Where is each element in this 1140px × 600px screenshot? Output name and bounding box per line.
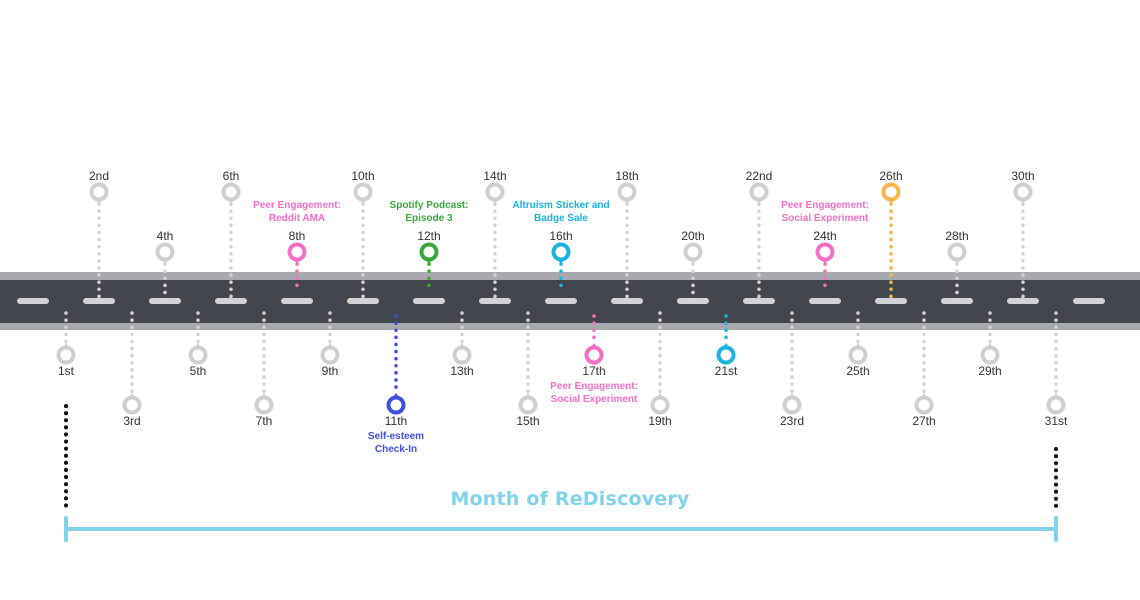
day-pin-icon: [749, 182, 769, 202]
day-label: 17th: [582, 364, 606, 378]
day-label: 6th: [222, 169, 240, 183]
day-pin-icon: [848, 345, 868, 365]
day-pin-icon: [551, 242, 571, 262]
event-label: Peer Engagement: Social Experiment: [550, 381, 638, 405]
day-pin-icon: [716, 345, 736, 365]
day-pin-icon: [56, 345, 76, 365]
day-label: 2nd: [88, 169, 110, 183]
day-label: 3rd: [123, 414, 141, 428]
day-pin-icon: [1046, 395, 1066, 415]
day-label: 15th: [516, 414, 540, 428]
day-pin-icon: [254, 395, 274, 415]
day-label: 31st: [1044, 414, 1068, 428]
day-label: 29th: [978, 364, 1002, 378]
day-pin-icon: [419, 242, 439, 262]
day-label: 1st: [57, 364, 74, 378]
day-label: 9th: [321, 364, 339, 378]
range-title: Month of ReDiscovery: [450, 488, 690, 510]
day-pin-icon: [584, 345, 604, 365]
day-label: 4th: [156, 229, 174, 243]
day-pin-icon: [617, 182, 637, 202]
day-pin-icon: [452, 345, 472, 365]
day-label: 13th: [450, 364, 474, 378]
day-label: 11th: [384, 414, 408, 428]
day-pin-icon: [122, 395, 142, 415]
event-label: Peer Engagement: Social Experiment: [781, 200, 869, 224]
day-pin-icon: [947, 242, 967, 262]
day-pin-icon: [914, 395, 934, 415]
day-label: 27th: [912, 414, 936, 428]
day-pin-icon: [221, 182, 241, 202]
day-label: 24th: [813, 229, 837, 243]
day-pin-icon: [815, 242, 835, 262]
day-pin-icon: [782, 395, 802, 415]
day-pin-icon: [518, 395, 538, 415]
day-pin-icon: [188, 345, 208, 365]
day-pin-icon: [155, 242, 175, 262]
day-label: 16th: [549, 229, 573, 243]
day-label: 14th: [483, 169, 507, 183]
day-pin-icon: [485, 182, 505, 202]
day-pin-icon: [1013, 182, 1033, 202]
day-pin-icon: [353, 182, 373, 202]
day-pin-icon: [320, 345, 340, 365]
day-label: 25th: [846, 364, 870, 378]
day-label: 8th: [288, 229, 306, 243]
day-label: 7th: [255, 414, 273, 428]
event-label: Self-esteem Check-In: [367, 431, 425, 455]
day-label: 22nd: [745, 169, 773, 183]
event-label: Spotify Podcast: Episode 3: [389, 200, 469, 224]
event-label: Peer Engagement: Reddit AMA: [253, 200, 341, 224]
day-pin-icon: [89, 182, 109, 202]
day-pin-icon: [980, 345, 1000, 365]
day-label: 21st: [714, 364, 738, 378]
day-label: 30th: [1011, 169, 1035, 183]
day-label: 28th: [945, 229, 969, 243]
day-pin-icon: [683, 242, 703, 262]
day-label: 5th: [189, 364, 207, 378]
day-label: 26th: [879, 169, 903, 183]
day-pin-icon: [650, 395, 670, 415]
day-pin-icon: [287, 242, 307, 262]
day-label: 20th: [681, 229, 705, 243]
day-label: 19th: [648, 414, 672, 428]
day-pin-icon: [881, 182, 901, 202]
day-label: 18th: [615, 169, 639, 183]
day-label: 23rd: [779, 414, 805, 428]
event-label: Altruism Sticker and Badge Sale: [512, 200, 610, 224]
day-pin-icon: [386, 395, 406, 415]
day-label: 10th: [351, 169, 375, 183]
day-label: 12th: [417, 229, 441, 243]
